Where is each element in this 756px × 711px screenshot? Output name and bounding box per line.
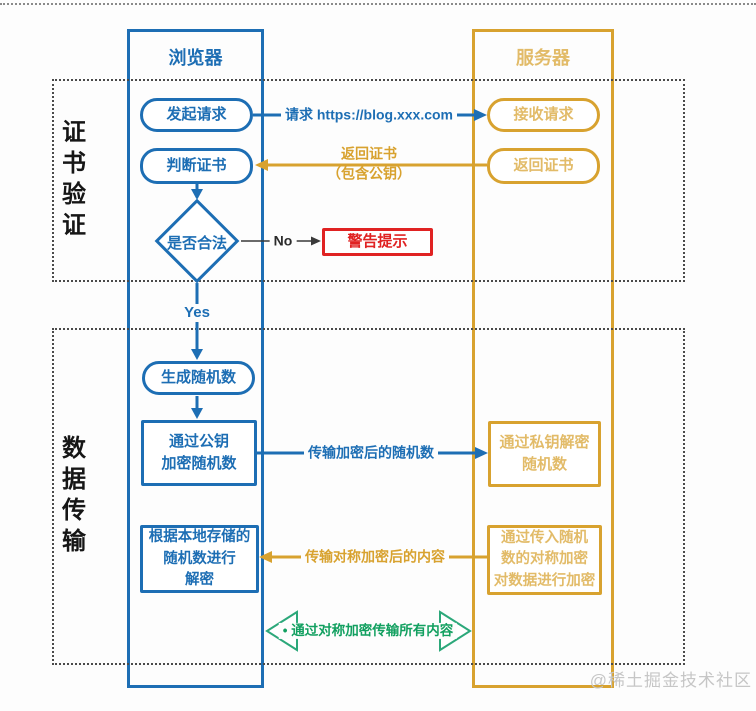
certificate-verification-label: 证书验证	[57, 118, 85, 243]
validity-decision-text: 是否合法	[166, 235, 227, 252]
send-random-label: 传输加密后的随机数	[304, 444, 438, 462]
warning-alert-node: 警告提示	[322, 228, 433, 256]
data-transmission-label: 数据传输	[57, 434, 85, 559]
certificate-verification-section	[52, 79, 685, 282]
symmetric-channel-label: • 通过对称加密传输所有内容	[278, 622, 458, 640]
return-cert-label: 返回证书	[341, 145, 397, 162]
generate-random-text: 生成随机数	[160, 369, 236, 387]
initiate-request-node: 发起请求	[140, 98, 253, 132]
local-decrypt-node: 根据本地存储的 随机数进行 解密	[140, 525, 259, 593]
no-branch-label: No	[269, 232, 297, 250]
receive-request-node: 接收请求	[487, 98, 600, 132]
server-lane-title: 服务器	[516, 48, 570, 68]
public-key-encrypt-node: 通过公钥 加密随机数	[141, 420, 257, 486]
return-certificate-node: 返回证书	[487, 148, 600, 184]
browser-lane: 浏览器	[127, 29, 264, 688]
return-certificate-text: 返回证书	[513, 157, 574, 175]
public-key-encrypt-text: 通过公钥 加密随机数	[161, 433, 237, 472]
generate-random-node: 生成随机数	[142, 361, 255, 395]
return-cert-sublabel: （包含公钥）	[327, 165, 411, 182]
private-key-decrypt-node: 通过私钥解密 随机数	[488, 421, 601, 487]
site-watermark: @稀土掘金技术社区	[589, 671, 752, 690]
request-url-label: 请求 https://blog.xxx.com	[280, 106, 458, 124]
browser-lane-title: 浏览器	[168, 48, 223, 68]
symmetric-encrypt-text: 通过传入随机 数的对称加密 对数据进行加密	[493, 530, 596, 589]
yes-branch-label: Yes	[180, 304, 214, 322]
warning-alert-text: 警告提示	[347, 233, 408, 251]
judge-certificate-text: 判断证书	[166, 157, 227, 175]
initiate-request-text: 发起请求	[166, 106, 227, 124]
private-key-decrypt-text: 通过私钥解密 随机数	[499, 434, 590, 473]
data-transmission-section	[52, 328, 685, 665]
local-decrypt-text: 根据本地存储的 随机数进行 解密	[148, 529, 251, 588]
server-lane: 服务器	[472, 29, 614, 688]
send-content-label: 传输对称加密后的内容	[301, 548, 449, 566]
top-dotted-divider	[0, 3, 756, 5]
receive-request-text: 接收请求	[513, 106, 574, 124]
symmetric-encrypt-node: 通过传入随机 数的对称加密 对数据进行加密	[487, 525, 602, 595]
judge-certificate-node: 判断证书	[140, 148, 253, 184]
